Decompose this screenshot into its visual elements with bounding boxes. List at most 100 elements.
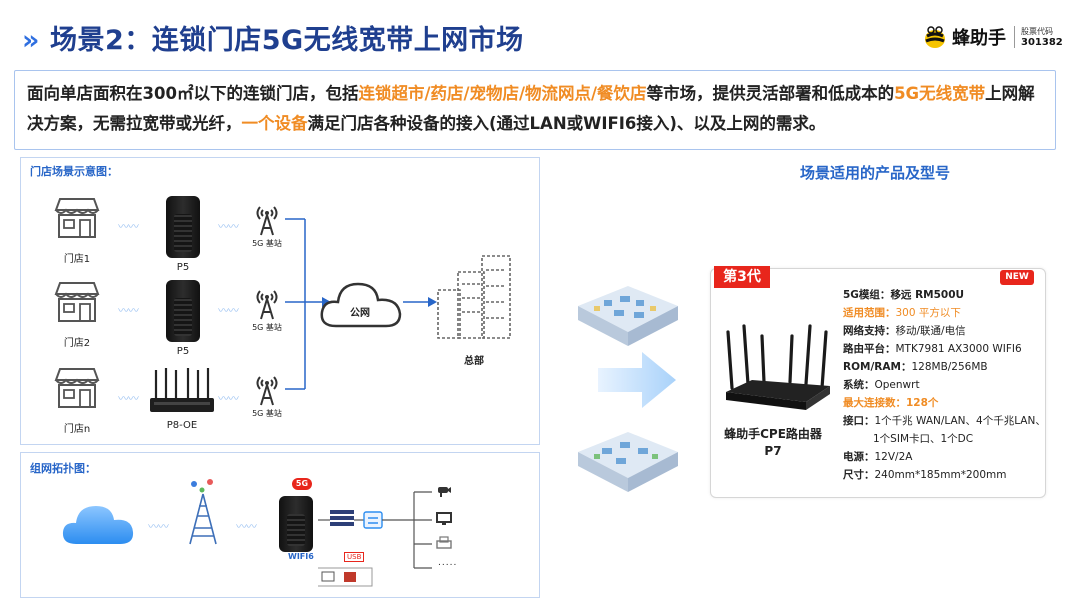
cloud-label: 公网	[350, 308, 370, 319]
printer-icon	[436, 536, 452, 549]
public-network-cloud-icon	[320, 282, 402, 328]
spec-value: MTK7981 AX3000 WIFI6	[895, 343, 1022, 355]
stock-info: 股票代码 301382	[1014, 26, 1063, 48]
cpe-router-image	[279, 496, 313, 552]
headquarters-building-icon	[437, 255, 511, 339]
intro-text: 满足门店各种设备的接入(通过LAN或WIFI6接入)、以及上网的需求。	[307, 114, 826, 133]
spec-row: 网络支持：移动/联通/电信	[843, 322, 1046, 340]
spec-value: 1个SIM卡口、1个DC	[873, 433, 974, 445]
spec-key: 最大连接数：	[843, 397, 906, 409]
camera-icon	[438, 487, 451, 497]
device-label: P5	[176, 262, 190, 273]
spec-key: 接口：	[843, 415, 875, 427]
spec-row: 系统：Openwrt	[843, 376, 1046, 394]
usb-label: USB	[344, 552, 365, 562]
p5-router-image	[166, 196, 200, 258]
p8-oe-router-image	[150, 368, 214, 412]
5g-tower-icon	[256, 290, 278, 320]
spec-key: 系统：	[843, 379, 875, 391]
spec-row: ROM/RAM：128MB/256MB	[843, 358, 1046, 376]
spec-key: 适用范围：	[843, 307, 896, 319]
spec-value: 128个	[906, 397, 939, 409]
spec-key: 尺寸：	[843, 469, 875, 481]
spec-key: ROM/RAM：	[843, 361, 912, 373]
spec-value: 移动/联通/电信	[895, 325, 966, 337]
spec-row: 电源：12V/2A	[843, 448, 1046, 466]
store-interior-image	[578, 286, 678, 346]
station-label: 5G 基站	[252, 323, 282, 332]
topology-links	[318, 491, 432, 587]
station-label: 5G 基站	[252, 409, 282, 418]
5g-tower-icon	[256, 376, 278, 406]
new-badge: NEW	[1000, 270, 1034, 285]
intro-text: 上网解决方案，无需拉宽带或光纤，	[27, 84, 1035, 133]
spec-row: 路由平台：MTK7981 AX3000 WIFI6	[843, 340, 1046, 358]
generation-badge: 第3代	[714, 266, 770, 288]
signal-dash: 〰〰	[218, 220, 239, 233]
product-name-line1: 蜂助手CPE路由器	[724, 427, 822, 441]
5g-tower-icon	[256, 206, 278, 236]
signal-dash: 〰〰	[118, 220, 139, 233]
spec-value: 1个千兆 WAN/LAN、4个千兆LAN、	[874, 415, 1046, 427]
page-title-text: 场景2：连锁门店5G无线宽带上网市场	[49, 25, 524, 56]
store-interior-image	[578, 432, 678, 492]
signal-dash: 〰〰	[236, 520, 257, 533]
spec-key: 路由平台：	[843, 343, 896, 355]
store-scenario-label: 门店场景示意图：	[30, 165, 118, 178]
spec-value: 240mm*185mm*200mm	[874, 469, 1007, 481]
store-icon	[54, 368, 100, 408]
spec-key: 5G模组：	[843, 289, 891, 301]
spec-key: 电源：	[843, 451, 875, 463]
monitor-icon	[436, 512, 452, 525]
stock-label: 股票代码	[1021, 27, 1053, 36]
store-scenario-panel	[20, 157, 540, 445]
intro-highlight-stores: 连锁超市/药店/宠物店/物流网点/餐饮店	[358, 84, 647, 103]
store-diagram-lines	[285, 218, 437, 390]
store-icon	[54, 282, 100, 322]
store-label: 门店1	[63, 254, 91, 265]
spec-row: 1个SIM卡口、1个DC	[843, 430, 1046, 448]
intro-text: 等市场，提供灵活部署和低成本的	[646, 84, 895, 103]
spec-row: 最大连接数：128个	[843, 394, 1046, 412]
bee-logo-icon	[925, 26, 945, 48]
signal-dash: 〰〰	[218, 304, 239, 317]
p7-router-image	[726, 324, 830, 410]
p5-router-image	[166, 280, 200, 342]
store-label: 门店2	[63, 338, 91, 349]
store-icon	[54, 198, 100, 238]
arrow-right-icon	[598, 352, 676, 408]
more-devices: .....	[438, 558, 458, 568]
5g-badge: 5G	[292, 478, 312, 490]
page-title: » 场景2：连锁门店5G无线宽带上网市场	[22, 18, 524, 57]
spec-value: 128MB/256MB	[911, 361, 988, 373]
product-card	[710, 268, 1046, 498]
spec-row: 尺寸：240mm*185mm*200mm	[843, 466, 1046, 484]
device-label: P5	[176, 346, 190, 357]
internet-cloud-icon	[62, 506, 134, 544]
intro-highlight-5g: 5G无线宽带	[894, 84, 986, 103]
brand-name: 蜂助手	[952, 28, 1006, 49]
signal-dash: 〰〰	[118, 304, 139, 317]
product-name: 蜂助手CPE路由器 P7	[713, 426, 833, 460]
signal-dash: 〰〰	[148, 520, 169, 533]
product-model: P7	[764, 444, 782, 458]
spec-value: Openwrt	[874, 379, 920, 391]
intro-highlight-device: 一个设备	[241, 114, 308, 133]
spec-value: 12V/2A	[874, 451, 913, 463]
intro-text: 面向单店面积在300㎡以下的连锁门店，包括	[27, 84, 359, 103]
chevron-icon: »	[22, 25, 40, 56]
store-label: 门店n	[63, 424, 91, 435]
spec-value: 移远 RM500U	[890, 289, 965, 301]
device-label: P8-OE	[166, 420, 198, 431]
intro-box: 面向单店面积在300㎡以下的连锁门店，包括连锁超市/药店/宠物店/物流网点/餐饮…	[14, 70, 1056, 150]
spec-value: 300 平方以下	[895, 307, 961, 319]
spec-row: 5G模组：移远 RM500U	[843, 286, 1046, 304]
base-station-tower-icon	[189, 479, 217, 545]
spec-row: 接口：1个千兆 WAN/LAN、4个千兆LAN、	[843, 412, 1046, 430]
topology-label: 组网拓扑图：	[30, 462, 96, 475]
spec-row: 适用范围：300 平方以下	[843, 304, 1046, 322]
signal-dash: 〰〰	[218, 392, 239, 405]
products-title: 场景适用的产品及型号	[799, 164, 950, 182]
company-logo: 蜂助手 股票代码 301382	[922, 22, 1063, 52]
